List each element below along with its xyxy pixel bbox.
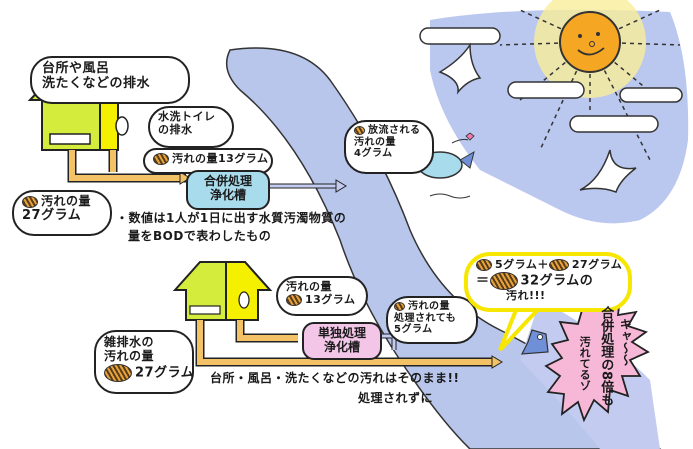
discharged-pollution-bubble: 放流される 汚れの量 4グラム	[344, 120, 434, 174]
toilet-drain-bubble: 水洗トイレ の排水	[148, 106, 234, 148]
burst-col-1: キャ～～	[618, 318, 633, 366]
pollutant-icon	[104, 363, 132, 382]
pollution-27g-bubble: 汚れの量 27グラム	[12, 190, 112, 236]
single-tank-line-1: 単独処理	[317, 326, 366, 340]
discharged-line-2: 汚れの量	[354, 136, 396, 148]
bird-1	[438, 42, 482, 95]
treated-line-3: 5グラム	[394, 324, 433, 335]
total-line-3: 汚れ!!!	[506, 288, 546, 302]
combined-septic-tank: 合併処理 浄化槽	[186, 170, 270, 210]
untreated-subcaption: 処理されずに	[358, 391, 434, 405]
greywater-line-3: 27グラム	[135, 365, 195, 381]
pollutant-icon	[22, 195, 38, 208]
pollution-13g-text: 汚れの量13グラム	[172, 152, 269, 165]
pollution-27g-line-2: 27グラム	[22, 207, 82, 223]
total-line-1a: 5グラム＋	[495, 258, 549, 271]
pollutant-icon	[153, 153, 169, 165]
exclaim-burst	[544, 288, 650, 423]
total-line-2b: 32グラムの	[520, 273, 594, 289]
burst-col-2: 合併処理の8倍も	[598, 306, 614, 407]
pollution-13g-bottom-bubble: 汚れの量 13グラム	[276, 276, 368, 316]
greywater-line-2: 汚れの量	[104, 348, 155, 363]
single-septic-tank: 単独処理 浄化槽	[302, 322, 382, 360]
toilet-drain-line-1: 水洗トイレ	[158, 110, 216, 123]
pollution-13g-bottom-line-1: 汚れの量	[286, 280, 332, 293]
treated-pollution-bubble: 汚れの量 処理されても 5グラム	[386, 296, 478, 344]
pollutant-icon	[354, 125, 365, 135]
pollutant-icon	[548, 259, 569, 271]
single-tank-line-2: 浄化槽	[323, 339, 360, 354]
burst-col-3: 汚れてるゾ	[578, 336, 592, 391]
total-pollution-bubble: 5グラム＋ 27グラム ＝ 32グラムの 汚れ!!!	[464, 252, 632, 312]
pollution-27g-line-1: 汚れの量	[41, 194, 92, 208]
greywater-line-1: 雑排水の	[104, 335, 155, 349]
combined-tank-line-2: 浄化槽	[209, 187, 246, 202]
note-line-2: 量をBODで表わしたもの	[128, 229, 272, 243]
kitchen-bath-line-1: 台所や風呂	[42, 61, 110, 76]
pollutant-icon	[394, 301, 405, 311]
pollutant-icon	[489, 271, 518, 290]
combined-tank-line-1: 合併処理	[203, 174, 252, 188]
untreated-caption: 台所・風呂・洗たくなどの汚れはそのまま!!	[210, 371, 460, 385]
treated-line-1: 汚れの量	[408, 301, 450, 312]
pollutant-icon	[476, 259, 492, 271]
discharged-line-3: 4グラム	[354, 148, 393, 159]
bird-2	[579, 149, 637, 193]
treated-line-2: 処理されても	[394, 312, 457, 324]
pollution-13g-bottom-line-2: 13グラム	[305, 292, 356, 306]
note-line-1: ・数値は1人が1日に出す水質汚濁物質の	[116, 211, 347, 225]
kitchen-bath-line-2: 洗たくなどの排水	[42, 75, 151, 91]
greywater-pollution-bubble: 雑排水の 汚れの量 27グラム	[94, 330, 194, 394]
discharged-line-1: 放流される	[368, 125, 421, 136]
total-equals: ＝	[476, 273, 490, 289]
pollutant-icon	[286, 293, 302, 306]
kitchen-bath-drain-bubble: 台所や風呂 洗たくなどの排水	[30, 56, 190, 104]
toilet-drain-line-2: の排水	[158, 122, 193, 136]
total-line-1b: 27グラム	[571, 258, 623, 271]
